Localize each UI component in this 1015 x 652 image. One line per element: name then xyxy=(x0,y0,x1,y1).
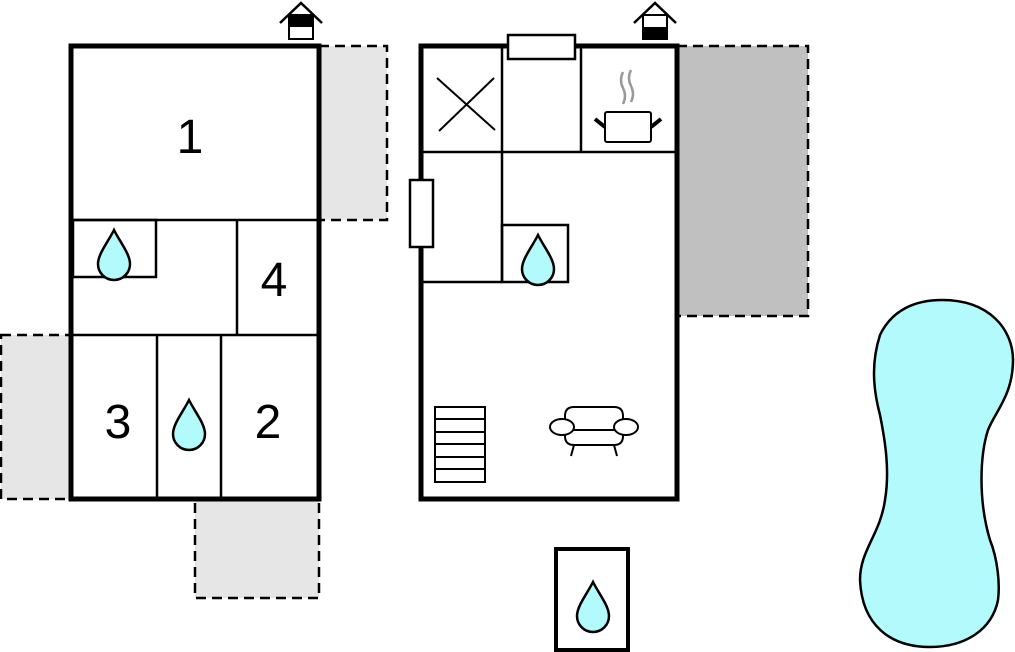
room-label-1: 1 xyxy=(177,111,204,164)
terrace-left-top xyxy=(317,44,389,222)
terrace-left-side xyxy=(0,333,73,501)
room-label-4: 4 xyxy=(261,254,288,307)
terrace-left-bottom xyxy=(193,497,321,600)
terrace-right xyxy=(675,44,810,318)
swimming-pool xyxy=(858,298,1015,649)
bed-cross-icon xyxy=(436,77,496,132)
stairs-icon xyxy=(434,406,486,483)
kitchen-pot-icon xyxy=(593,69,663,143)
sofa-icon xyxy=(549,406,639,457)
room-label-2: 2 xyxy=(255,396,282,449)
room-label-3: 3 xyxy=(105,396,132,449)
entrance-house-icon xyxy=(279,1,323,40)
entrance-house-icon xyxy=(633,1,677,40)
